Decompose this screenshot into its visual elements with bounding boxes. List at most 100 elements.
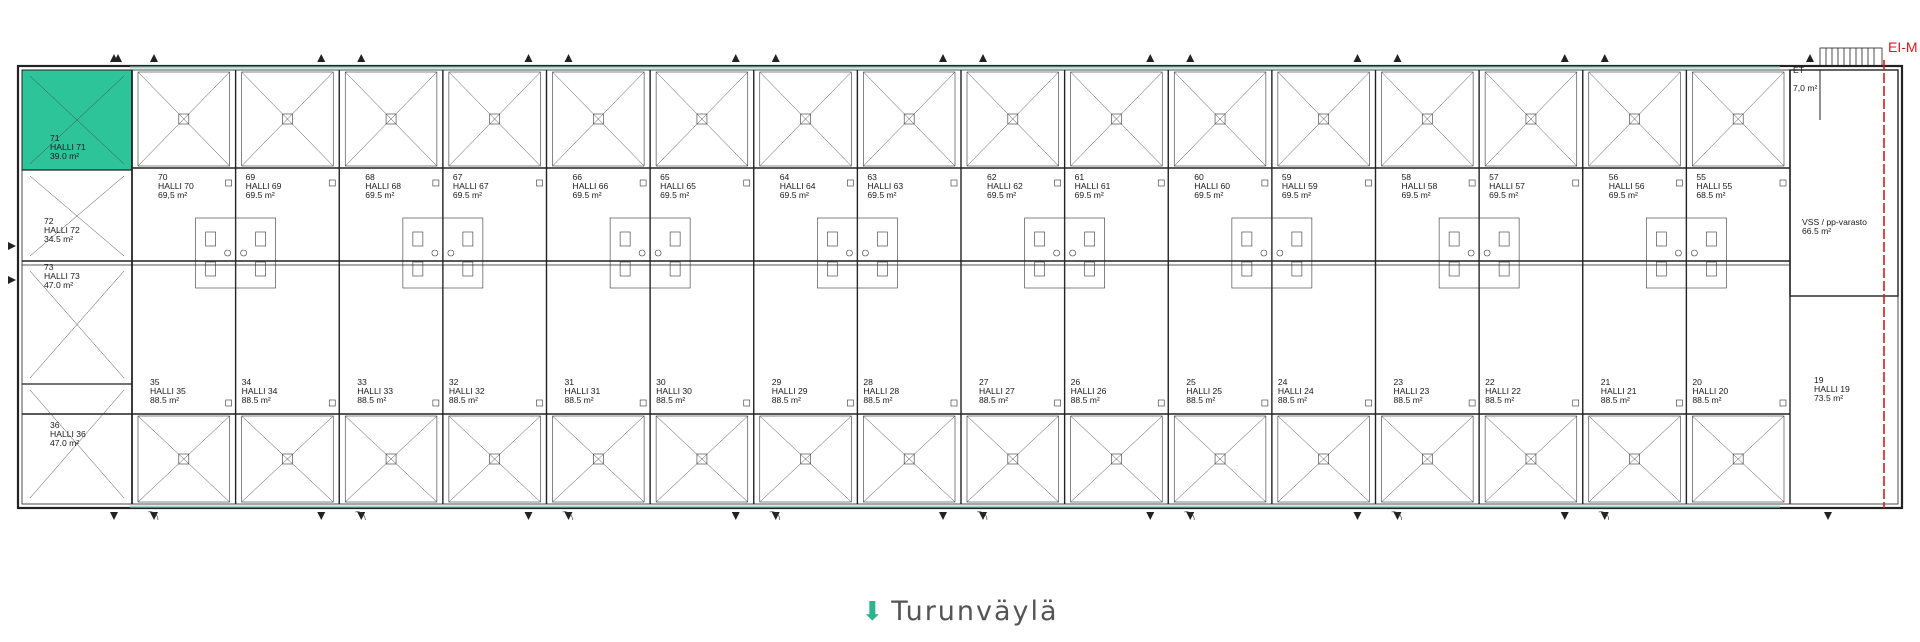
unit-area: 69,5 m²	[158, 190, 187, 200]
unit-number: 65	[660, 172, 670, 182]
entry-marker	[8, 276, 16, 284]
skylight-bottom	[344, 415, 438, 503]
door-swing	[1184, 511, 1195, 521]
unit-name: HALLI 64	[780, 181, 816, 191]
skylight-top	[655, 71, 749, 167]
unit-number: 73	[44, 262, 54, 272]
unit-name: HALLI 55	[1696, 181, 1732, 191]
room-label-right[interactable]: ET7,0 m²	[1793, 65, 1817, 93]
unit-area: 69.5 m²	[365, 190, 394, 200]
door-swing	[1391, 511, 1402, 521]
stair-icon	[1819, 47, 1883, 67]
skylight-top	[552, 71, 645, 167]
unit-area: 69.5 m²	[1194, 190, 1223, 200]
door-marker-top	[939, 54, 947, 62]
unit-area: 69.5 m²	[453, 190, 482, 200]
unit-name: HALLI 34	[242, 386, 278, 396]
restroom-cluster	[609, 217, 691, 289]
unit-name: HALLI 29	[772, 386, 808, 396]
unit-area: 88.5 m²	[1278, 395, 1307, 405]
unit-area: 88.5 m²	[1186, 395, 1215, 405]
unit-number: 69	[246, 172, 256, 182]
unit-number: 70	[158, 172, 168, 182]
door-marker-top	[979, 54, 987, 62]
unit-area: 69.5 m²	[660, 190, 689, 200]
service-block	[1789, 69, 1899, 297]
unit-number: 20	[1692, 377, 1702, 387]
fixture	[328, 399, 336, 407]
unit-number: 72	[44, 216, 54, 226]
unit-area: 73.5 m²	[1814, 393, 1843, 403]
unit-number: 62	[987, 172, 997, 182]
skylight-bottom	[552, 415, 645, 503]
skylight-bottom	[655, 415, 749, 503]
unit-area: 69.5 m²	[867, 190, 896, 200]
unit-number: 63	[867, 172, 877, 182]
skylight-bottom	[1381, 415, 1474, 503]
unit-area: 88.5 m²	[979, 395, 1008, 405]
door-marker-top	[731, 54, 740, 62]
unit-number: 67	[453, 172, 463, 182]
unit-name: HALLI 22	[1485, 386, 1521, 396]
fixture	[225, 179, 232, 187]
skylight-top	[1381, 71, 1474, 167]
skylight-top	[1588, 71, 1681, 167]
unit-name: HALLI 25	[1186, 386, 1222, 396]
street-label: ⬇Turunväylä	[0, 596, 1920, 627]
skylight-top	[1070, 71, 1163, 167]
unit-name: HALLI 71	[50, 142, 86, 152]
restroom-cluster	[1231, 217, 1313, 289]
unit-number: 59	[1282, 172, 1292, 182]
unit-area: 88.5 m²	[772, 395, 801, 405]
fixture	[1468, 399, 1476, 407]
door-swing	[1598, 511, 1610, 521]
unit-area: 34.5 m²	[44, 234, 73, 244]
left-skylight	[29, 270, 125, 379]
door-marker-bottom	[1146, 512, 1155, 520]
unit-area: 88.5 m²	[565, 395, 594, 405]
unit-area: 47.0 m²	[50, 438, 79, 448]
fixture	[639, 399, 647, 407]
door-marker-top	[1186, 54, 1195, 62]
fixture	[1054, 399, 1061, 407]
skylight-top	[448, 71, 541, 167]
